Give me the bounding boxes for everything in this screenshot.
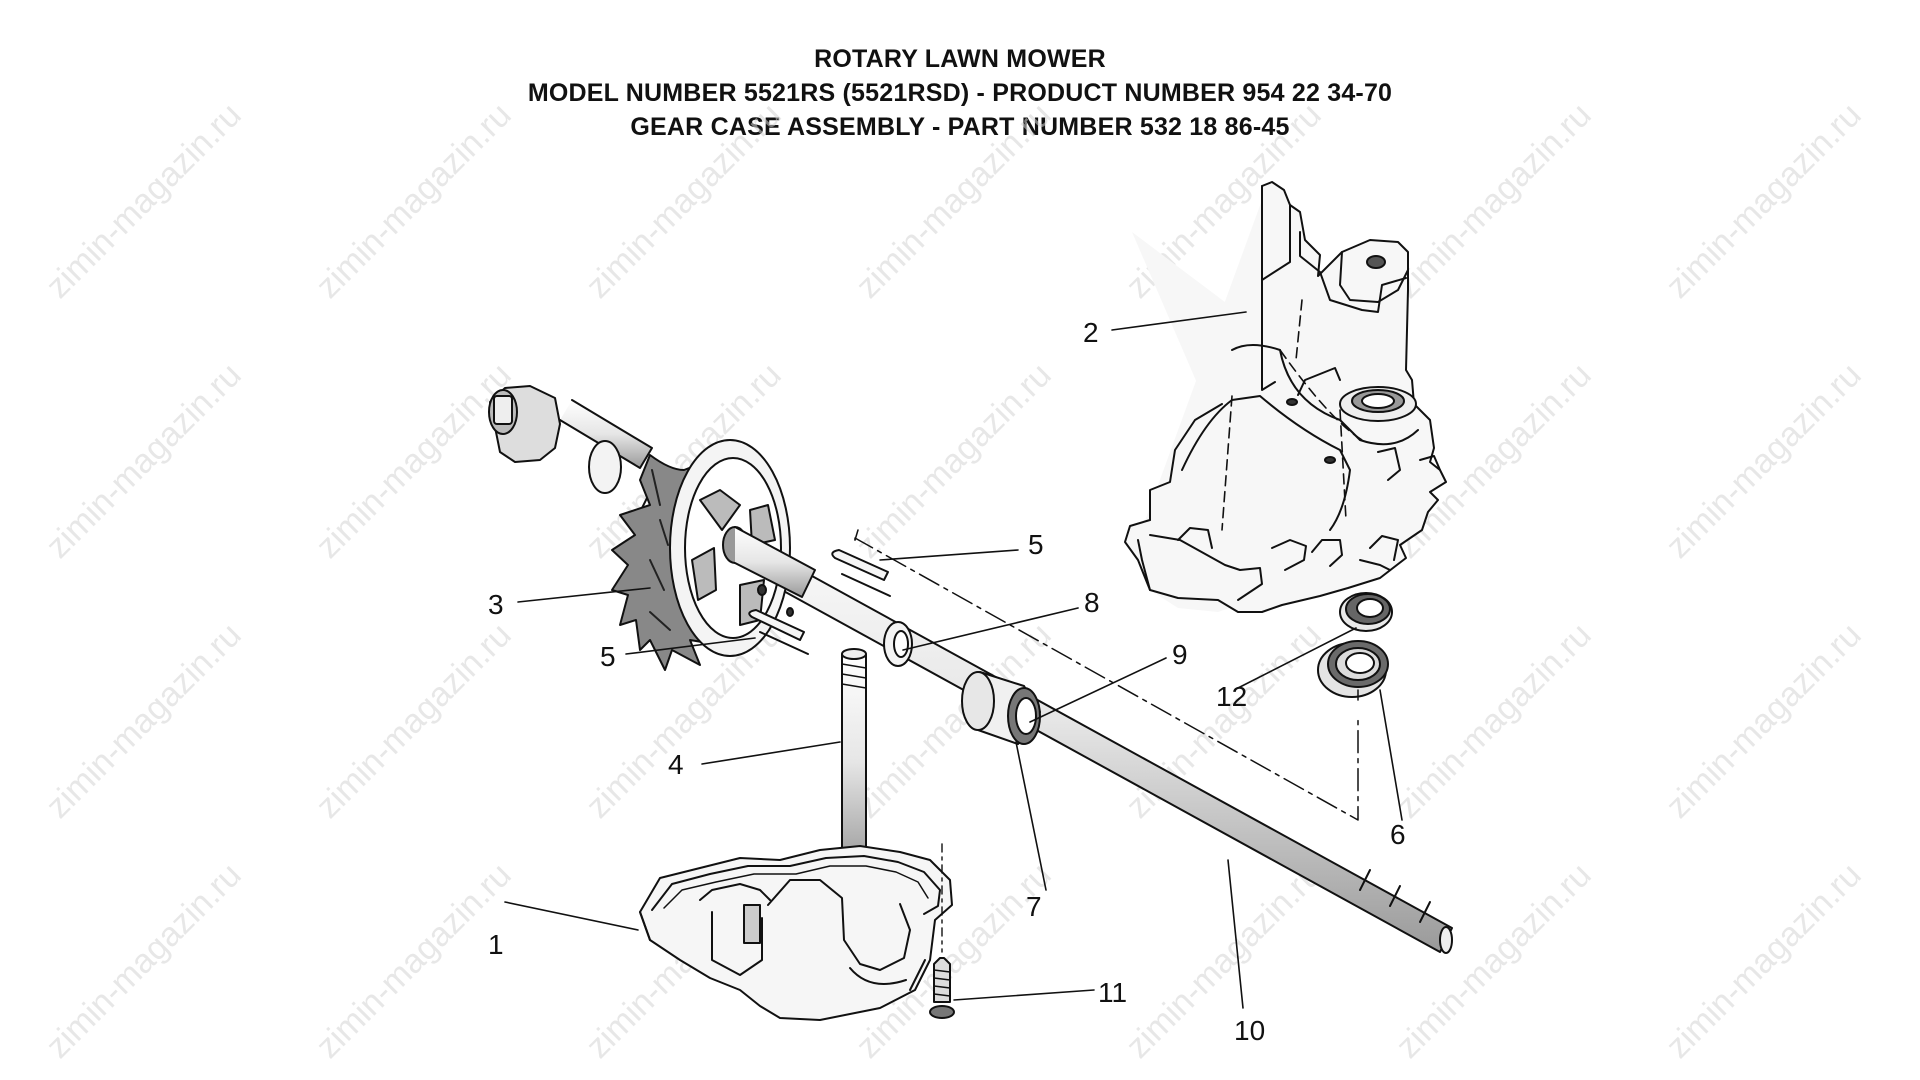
watermark-layer: zimin-magazin.ru zimin-magazin.ru zimin-… [39, 96, 1869, 1066]
callout-7: 7 [1026, 891, 1042, 922]
watermark-text: zimin-magazin.ru [39, 616, 249, 826]
callout-5-lower: 5 [600, 641, 616, 672]
title-line-1: ROTARY LAWN MOWER [814, 45, 1106, 73]
part-bushing [961, 671, 1041, 745]
callout-2: 2 [1083, 317, 1099, 348]
callout-8: 8 [1084, 587, 1100, 618]
title-line-3: GEAR CASE ASSEMBLY - PART NUMBER 532 18 … [630, 113, 1290, 141]
callout-9: 9 [1172, 639, 1188, 670]
callout-3: 3 [488, 589, 504, 620]
watermark-text: zimin-magazin.ru [39, 96, 249, 306]
watermark-text: zimin-magazin.ru [1119, 856, 1329, 1066]
leader-lines [504, 311, 1403, 1009]
watermark-text: zimin-magazin.ru [1659, 616, 1869, 826]
watermark-text: zimin-magazin.ru [1659, 356, 1869, 566]
watermark-text: zimin-magazin.ru [309, 356, 519, 566]
part-upper-gear-case [1124, 181, 1447, 613]
callout-6: 6 [1390, 819, 1406, 850]
assembly-center-lines [854, 529, 1359, 821]
part-screw [929, 843, 955, 1019]
callout-numbers: 2 3 5 5 8 9 12 6 4 7 1 11 10 [488, 317, 1406, 1046]
part-lower-gear-case [639, 845, 953, 1021]
callout-11: 11 [1098, 977, 1127, 1008]
callout-12: 12 [1216, 681, 1247, 712]
watermark-text: zimin-magazin.ru [39, 856, 249, 1066]
watermark-text: zimin-magazin.ru [1389, 616, 1599, 826]
watermark-text: zimin-magazin.ru [309, 616, 519, 826]
part-drive-gear [488, 385, 816, 671]
watermark-text: zimin-magazin.ru [1389, 856, 1599, 1066]
watermark-text: zimin-magazin.ru [1119, 616, 1329, 826]
part-small-bearing [1339, 592, 1393, 632]
watermark-text: zimin-magazin.ru [849, 96, 1059, 306]
watermark-text: zimin-magazin.ru [579, 96, 789, 306]
watermark-text: zimin-magazin.ru [309, 96, 519, 306]
watermark-text: zimin-magazin.ru [1659, 96, 1869, 306]
callout-5-upper: 5 [1028, 529, 1044, 560]
part-retaining-pin-lower [748, 609, 809, 655]
title-line-2: MODEL NUMBER 5521RS (5521RSD) - PRODUCT … [527, 79, 1393, 107]
callout-10: 10 [1234, 1015, 1265, 1046]
watermark-text: zimin-magazin.ru [1659, 856, 1869, 1066]
watermark-text: zimin-magazin.ru [1389, 96, 1599, 306]
part-large-bearing [1317, 640, 1389, 698]
watermark-text: zimin-magazin.ru [39, 356, 249, 566]
part-retaining-pin-upper [831, 549, 891, 597]
callout-1: 1 [488, 929, 504, 960]
part-thin-washer [883, 621, 913, 667]
callout-4: 4 [668, 749, 684, 780]
watermark-text: zimin-magazin.ru [309, 856, 519, 1066]
